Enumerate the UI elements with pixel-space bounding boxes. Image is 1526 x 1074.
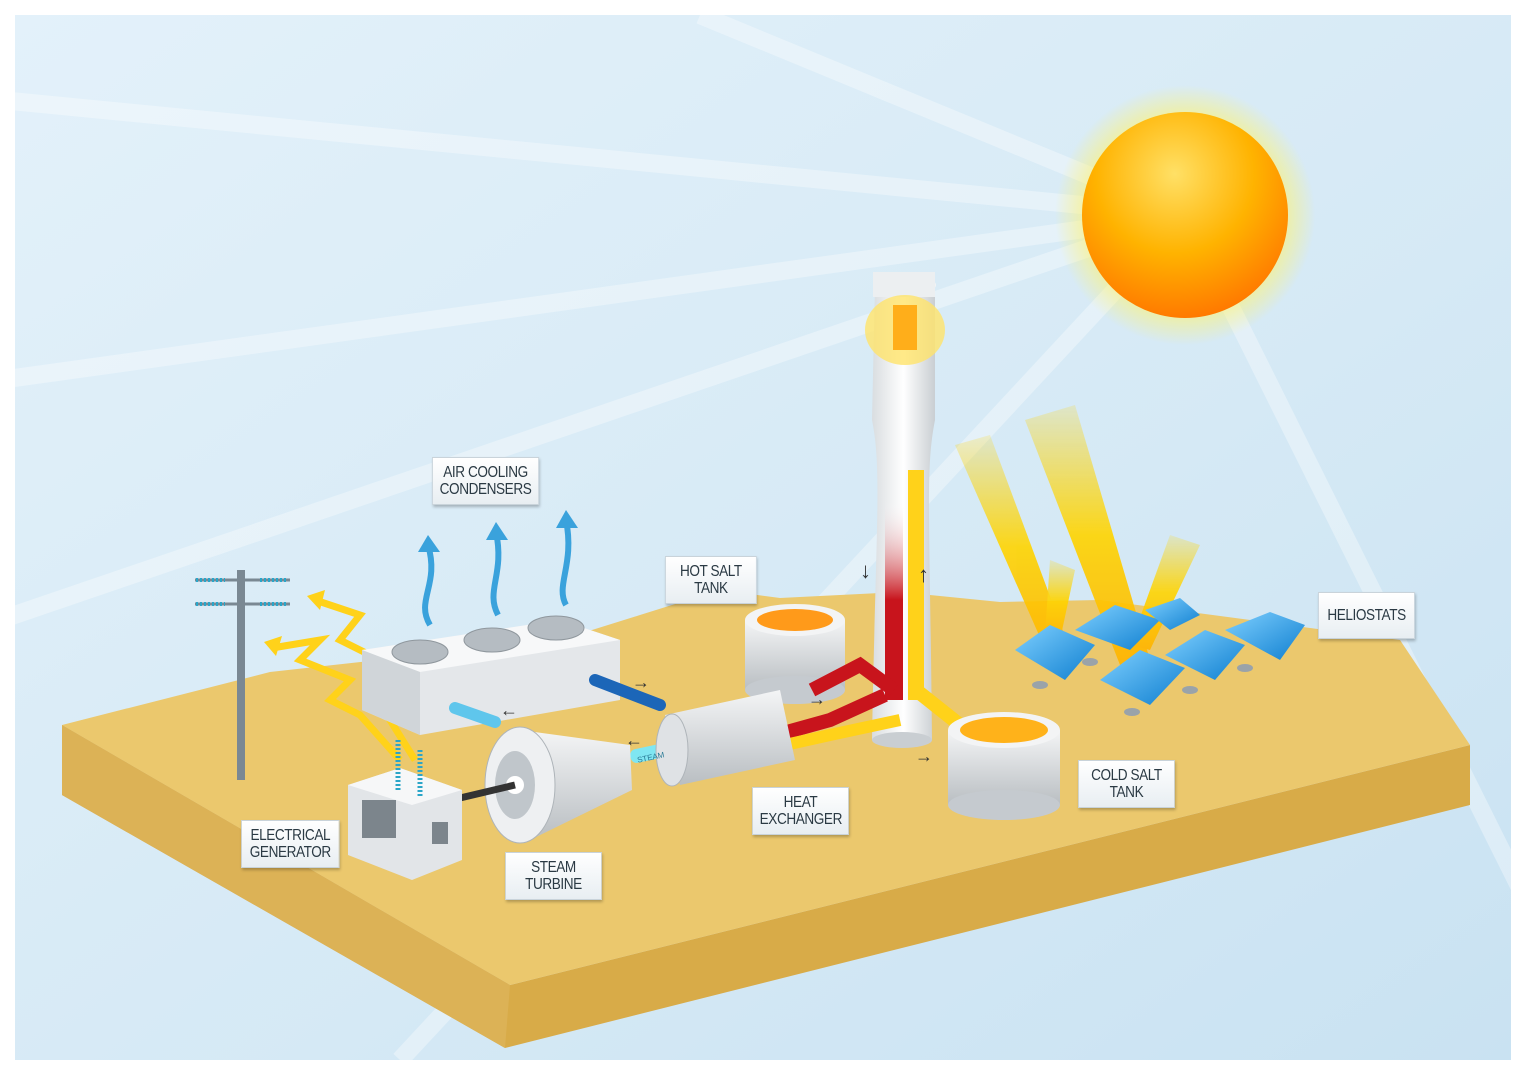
steam-turbine-illustration [459,726,632,844]
label-line: GENERATOR [249,844,331,861]
label-hot-salt-tank: HOT SALT TANK [665,556,757,604]
cold-salt-pipe [911,684,965,731]
label-line: TANK [694,580,728,597]
arrow-icon [307,590,325,610]
arrow-right-icon: → [632,672,650,692]
label-line: COLD SALT [1091,767,1162,784]
sun-icon [1082,112,1288,318]
arrow-up-icon [418,535,440,552]
solar-tower-illustration [865,272,945,748]
label-line: EXCHANGER [759,811,843,828]
arrow-left-icon: ← [625,730,643,750]
label-line: ELECTRICAL [250,827,331,844]
heliostat-mirrors [1015,598,1305,716]
arrow-up-icon [556,510,578,528]
cool-water-pipe [449,702,501,728]
label-cold-salt-tank: COLD SALT TANK [1078,760,1175,808]
hot-salt-tank-illustration [745,604,845,704]
hot-salt-pipe [808,656,899,697]
arrow-down-icon: ↓ [860,558,871,583]
label-heliostats: HELIOSTATS [1318,592,1416,639]
air-cooling-condensers-illustration [362,615,620,735]
arrow-icon [264,636,282,656]
arrow-up-icon [486,522,508,540]
label-line: TANK [1109,784,1144,801]
label-line: STEAM [531,859,576,876]
arrow-right-icon: → [808,689,826,709]
label-line: HOT SALT [679,563,742,580]
electrical-generator-illustration [348,740,462,880]
label-electrical-generator: ELECTRICAL GENERATOR [241,820,340,868]
cold-salt-tank-illustration [948,712,1060,820]
arrow-up-icon: ↑ [918,562,929,587]
flow-arrows: ← ← → → → [500,672,933,766]
arrow-left-icon: ← [500,700,518,720]
heat-exhaust-arrows [422,519,572,627]
label-air-cooling-condensers: AIR COOLING CONDENSERS [432,457,540,505]
label-line: AIR COOLING [443,464,528,481]
label-steam-turbine: STEAM TURBINE [505,852,602,900]
heat-exchanger-illustration [655,690,795,787]
label-line: TURBINE [525,876,582,893]
label-line: HEAT [783,794,818,811]
return-pipe [589,674,666,711]
label-line: HELIOSTATS [1327,607,1406,624]
arrow-right-icon: → [915,746,933,766]
label-line: CONDENSERS [439,481,532,498]
label-heat-exchanger: HEAT EXCHANGER [752,787,849,835]
reflected-sunlight-beams [955,405,1200,665]
power-pole-icon [195,570,290,780]
